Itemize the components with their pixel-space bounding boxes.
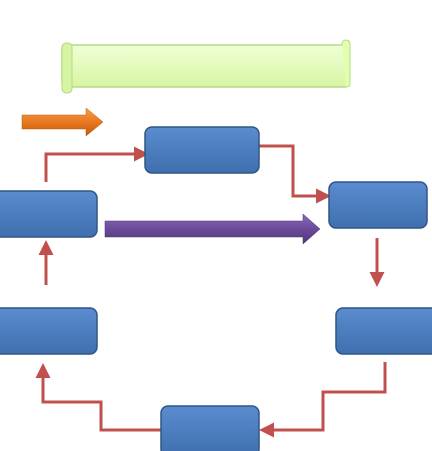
title-banner: [61, 39, 351, 94]
nodes: [0, 126, 432, 451]
connectors: [35, 144, 387, 438]
node-left-lower: [0, 307, 98, 355]
node-bottom: [160, 405, 260, 451]
scroll-curl-right: [341, 39, 351, 88]
node-right-lower: [335, 307, 432, 355]
connector-left-upper-to-top: [44, 146, 149, 182]
title-banner-shape: [61, 44, 349, 88]
node-left-upper: [0, 190, 98, 238]
connector-bottom-to-left-lower: [35, 363, 161, 432]
connector-top-to-right-upper: [258, 144, 331, 204]
node-right-upper: [328, 181, 428, 229]
node-top: [144, 126, 260, 174]
orange-arrow-icon: [21, 107, 104, 137]
connector-right-lower-to-bottom: [259, 362, 387, 438]
purple-arrow-icon: [104, 213, 321, 245]
scroll-curl-left: [61, 42, 73, 94]
